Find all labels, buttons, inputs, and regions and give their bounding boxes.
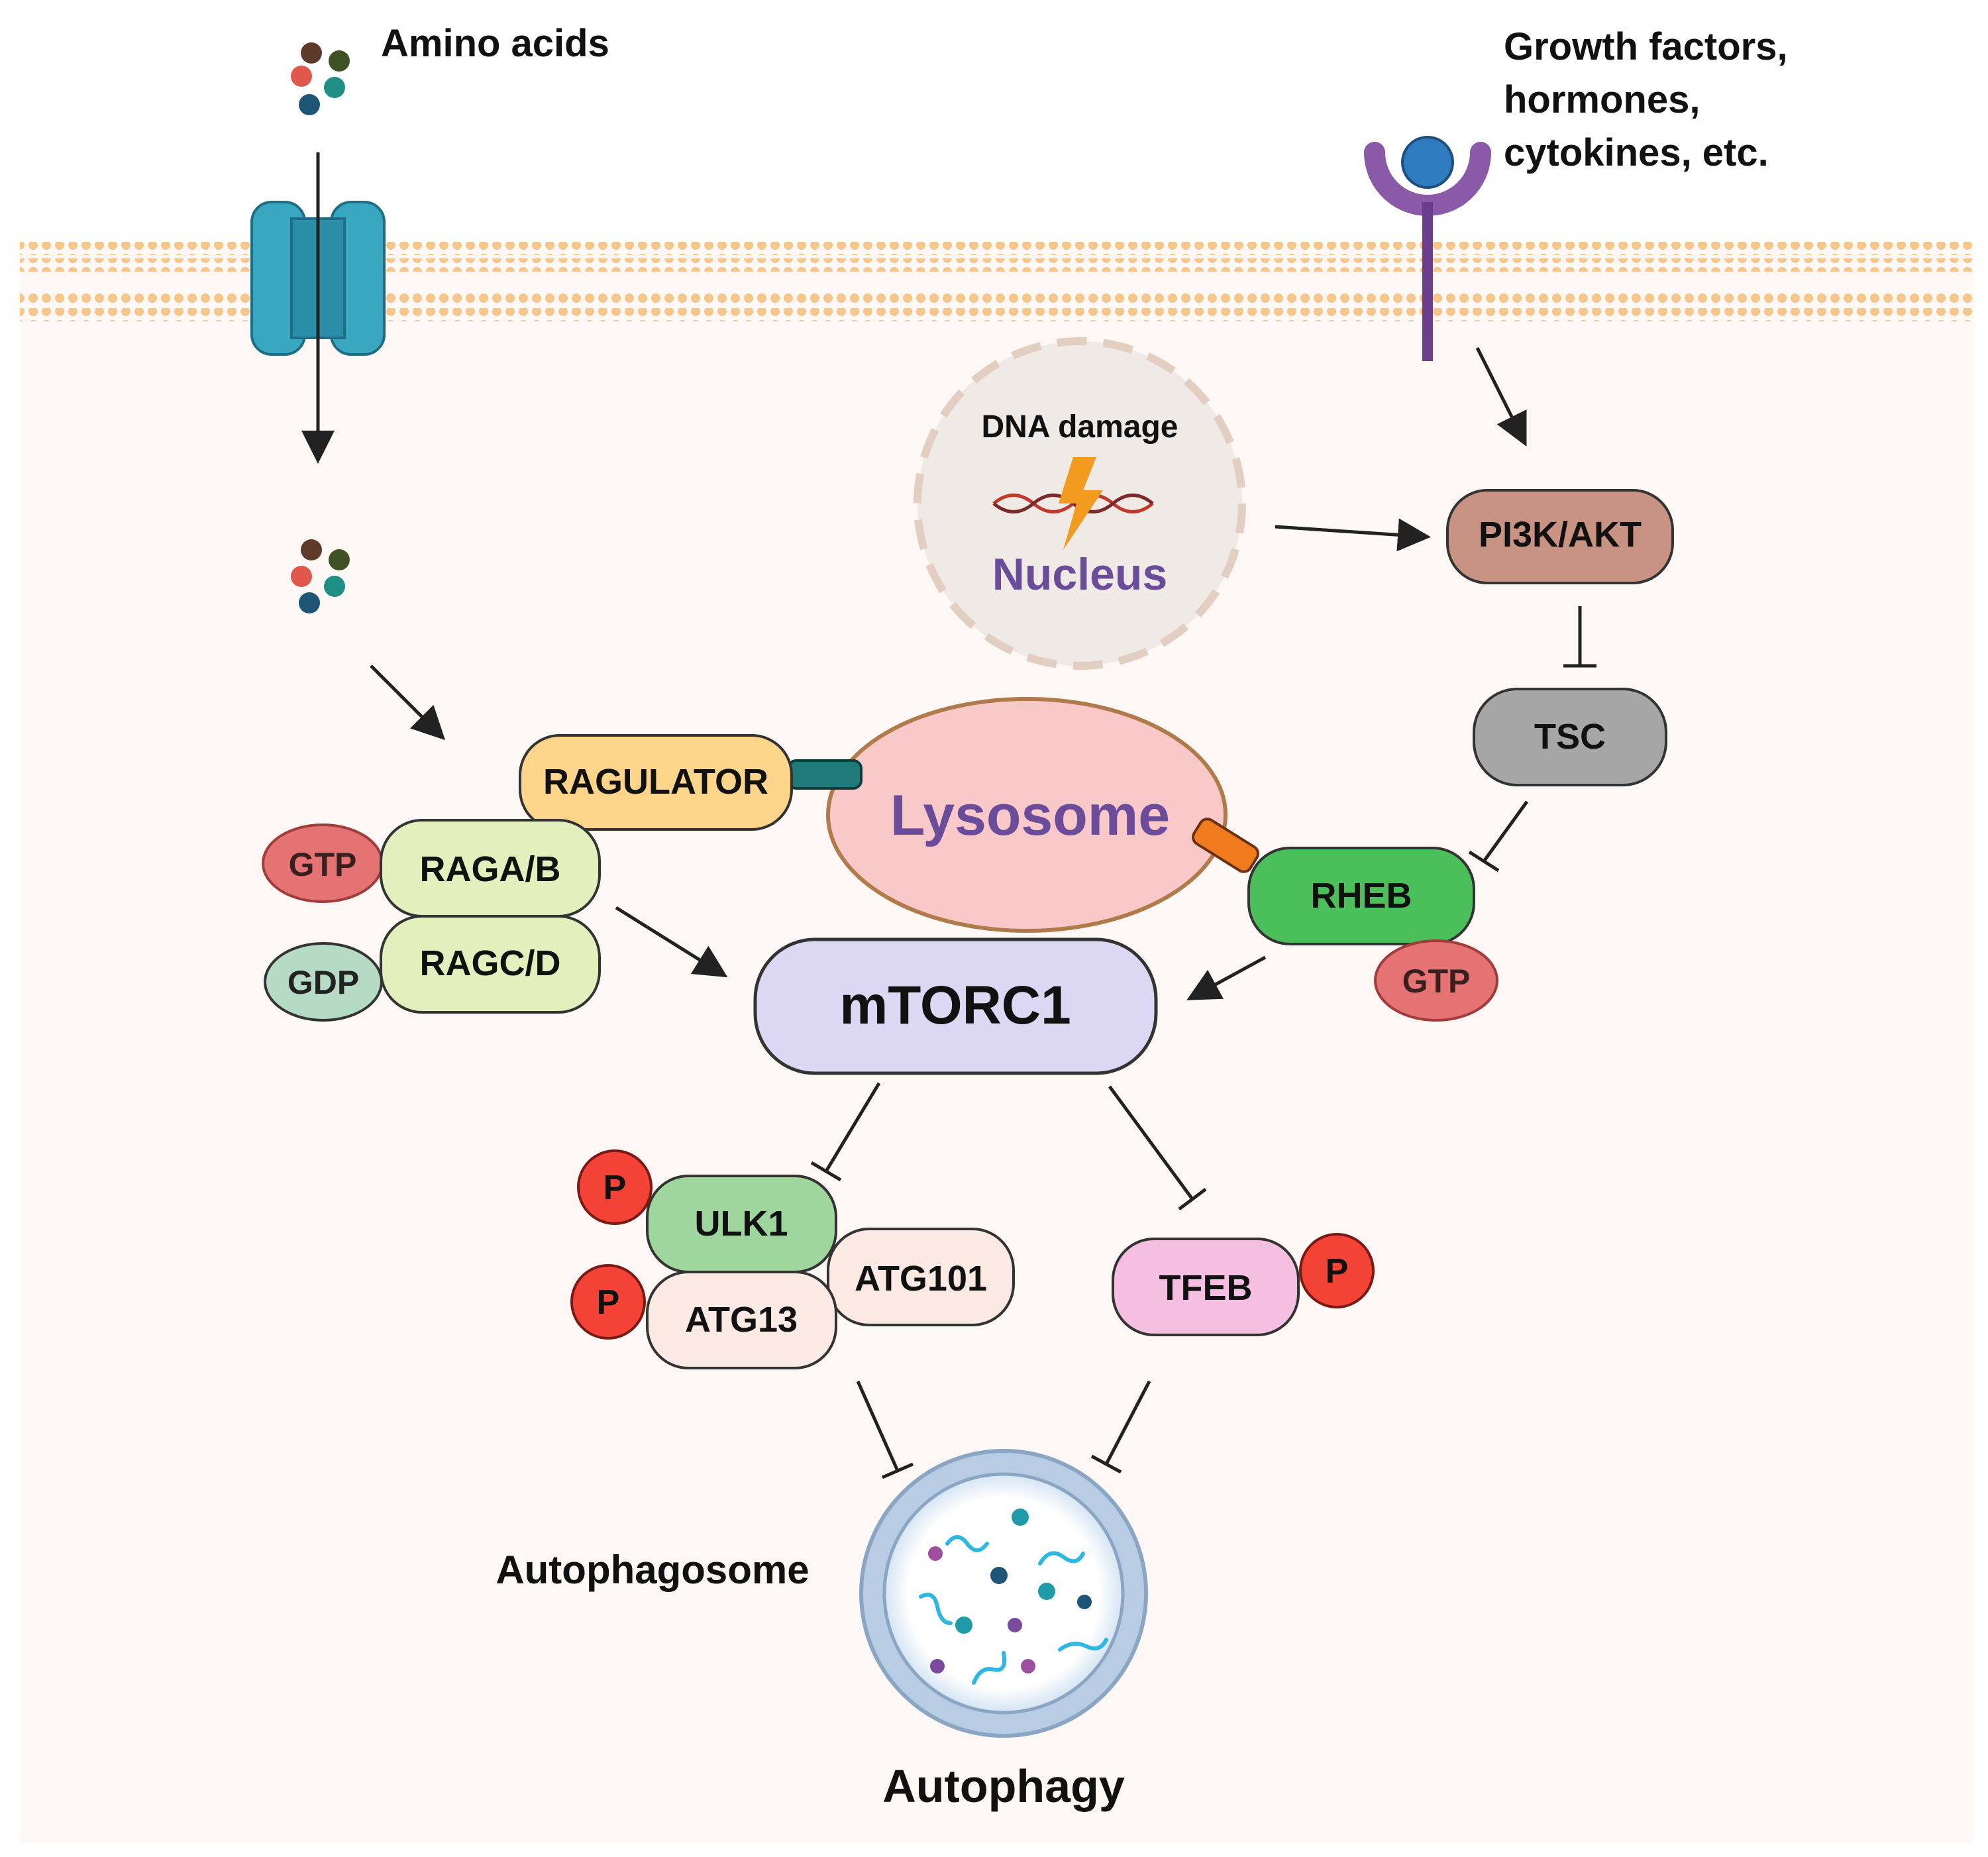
pi3k-akt-label: PI3K/AKT — [1479, 515, 1642, 555]
rheb-gtp-node — [1374, 939, 1498, 1022]
raga-gtp-label: GTP — [289, 846, 357, 883]
autophagy-label: Autophagy — [882, 1760, 1125, 1812]
atg13-phospho-label: P — [597, 1283, 620, 1322]
amino-acids-to-ragulator-arrow — [370, 664, 446, 741]
ulk1-phospho-label: P — [603, 1169, 627, 1207]
ragulator-node — [519, 734, 793, 831]
nucleus-label: Nucleus — [992, 549, 1168, 600]
ragc-d-node — [380, 915, 601, 1014]
growth-factor-receptor-icon — [1364, 142, 1491, 361]
rags-to-mtorc1-arrow — [615, 906, 728, 978]
tfeb-node — [1112, 1238, 1300, 1336]
rheb-label: RHEB — [1310, 876, 1412, 916]
atg13-node — [646, 1271, 837, 1369]
dna-damage-label: DNA damage — [982, 409, 1178, 445]
amino-acid-cluster-inside-icon — [291, 539, 350, 613]
autophagosome-icon — [859, 1449, 1148, 1738]
mtorc1-node — [753, 937, 1158, 1075]
tsc-node — [1473, 688, 1667, 786]
raga-b-label: RAGA/B — [420, 849, 561, 889]
tsc-inhibits-rheb-bar — [1468, 850, 1500, 873]
tfeb-inhibits-autophagy-bar — [1090, 1454, 1122, 1474]
ragulator-anchor-icon — [787, 759, 863, 790]
mtorc1-inhibits-ulk1-line — [824, 1082, 881, 1173]
pi3k-akt-node — [1446, 489, 1674, 584]
tfeb-phospho-label: P — [1326, 1252, 1349, 1291]
tfeb-label: TFEB — [1159, 1268, 1253, 1308]
amino-acid-cluster-top-icon — [291, 42, 350, 115]
tfeb-inhibits-autophagy-line — [1104, 1380, 1151, 1465]
dna-damage-icon — [992, 457, 1154, 550]
atg13-label: ATG13 — [685, 1300, 798, 1340]
tsc-label: TSC — [1534, 717, 1606, 757]
rheb-node — [1247, 847, 1475, 945]
mtorc1-inhibits-tfeb-bar — [1178, 1188, 1207, 1210]
tsc-inhibits-rheb-line — [1482, 800, 1529, 863]
tfeb-phospho-badge — [1299, 1233, 1375, 1308]
growth-factor-ligand-icon — [1401, 136, 1454, 189]
ulk1-complex-inhibits-autophagy-bar — [882, 1462, 914, 1479]
mtorc1-inhibits-ulk1-bar — [810, 1161, 842, 1182]
mtorc1-label: mTORC1 — [839, 975, 1071, 1035]
cell-membrane — [20, 242, 1974, 321]
receptor-to-pi3k-arrow — [1475, 346, 1527, 447]
ulk1-label: ULK1 — [694, 1204, 788, 1244]
atg101-label: ATG101 — [855, 1259, 987, 1299]
ragc-gdp-label: GDP — [288, 964, 359, 1001]
rheb-gtp-label: GTP — [1402, 963, 1471, 1000]
rheb-anchor-icon — [1192, 818, 1259, 873]
ragc-d-label: RAGC/D — [420, 943, 561, 983]
amino-acids-label: Amino acids — [381, 22, 609, 65]
mtorc1-inhibits-tfeb-line — [1108, 1085, 1194, 1200]
atg101-node — [827, 1228, 1015, 1326]
ulk1-phospho-badge — [577, 1149, 653, 1225]
ragulator-label: RAGULATOR — [543, 762, 768, 802]
atg13-phospho-badge — [570, 1264, 646, 1340]
nucleus-to-pi3k-arrow — [1275, 518, 1431, 552]
autophagosome-label: Autophagosome — [496, 1548, 809, 1592]
lysosome-shape — [826, 697, 1228, 933]
lysosome-label: Lysosome — [890, 784, 1170, 847]
growth-factors-label: Growth factors, hormones, cytokines, etc… — [1504, 25, 1799, 174]
rheb-to-mtorc1-arrow — [1186, 955, 1267, 1000]
ulk1-complex-inhibits-autophagy-line — [856, 1380, 900, 1472]
